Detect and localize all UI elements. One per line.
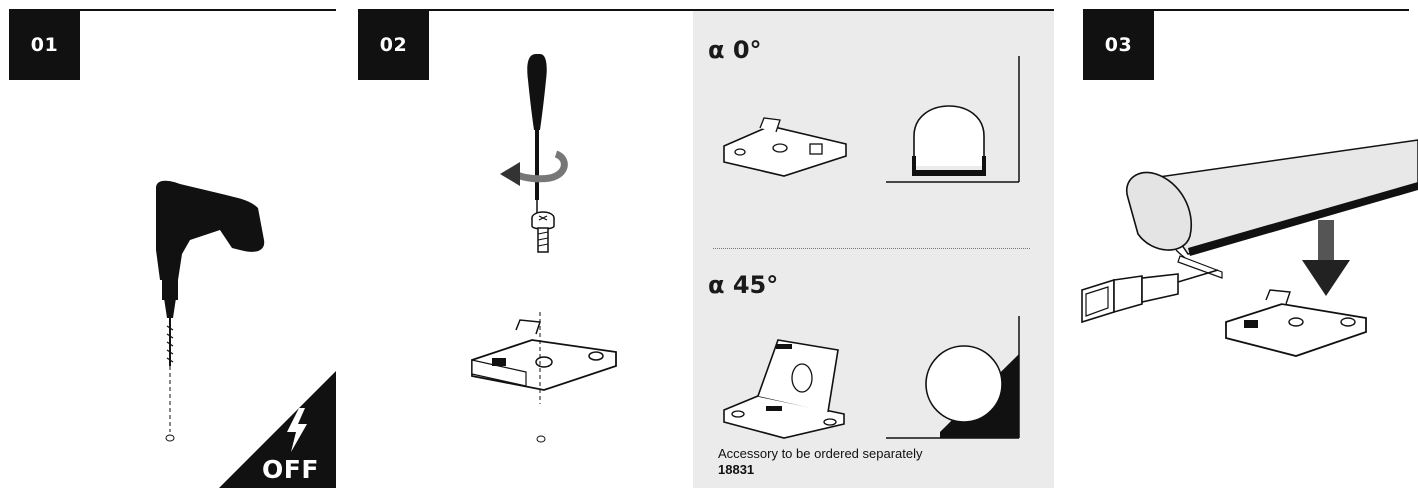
step-number-badge: 01 bbox=[9, 9, 80, 80]
mounting-clip-illustration bbox=[471, 312, 617, 404]
angle-0-label: α 0° bbox=[708, 36, 762, 64]
drill-illustration bbox=[156, 180, 265, 442]
profile-45-degree-section bbox=[886, 316, 1020, 439]
clip-0-degree-illustration bbox=[723, 117, 847, 177]
led-profile-illustration bbox=[1125, 139, 1418, 279]
lightning-bolt-icon bbox=[287, 408, 307, 452]
panel-2-top-rule bbox=[358, 9, 1054, 11]
panel-3-top-rule bbox=[1083, 9, 1409, 11]
power-off-warning-triangle bbox=[219, 371, 336, 488]
accessory-note: Accessory to be ordered separately 18831 bbox=[718, 446, 923, 478]
panel-1-top-rule bbox=[9, 9, 336, 11]
down-arrow-icon bbox=[1302, 220, 1350, 296]
accessory-code: 18831 bbox=[718, 462, 755, 477]
drill-hole-marker bbox=[536, 435, 546, 443]
power-off-label: OFF bbox=[262, 455, 319, 484]
step-number-badge: 02 bbox=[358, 9, 429, 80]
clip-45-degree-illustration bbox=[723, 339, 845, 439]
angle-45-label: α 45° bbox=[708, 271, 779, 299]
mounting-clip-illustration bbox=[1225, 289, 1367, 357]
accessory-note-text: Accessory to be ordered separately bbox=[718, 446, 923, 461]
connector-plug-illustration bbox=[1081, 269, 1219, 324]
profile-0-degree-section bbox=[886, 56, 1020, 183]
screw-illustration bbox=[531, 211, 555, 253]
screwdriver-illustration bbox=[500, 54, 568, 215]
step-number-badge: 03 bbox=[1083, 9, 1154, 80]
dotted-divider bbox=[713, 248, 1030, 249]
